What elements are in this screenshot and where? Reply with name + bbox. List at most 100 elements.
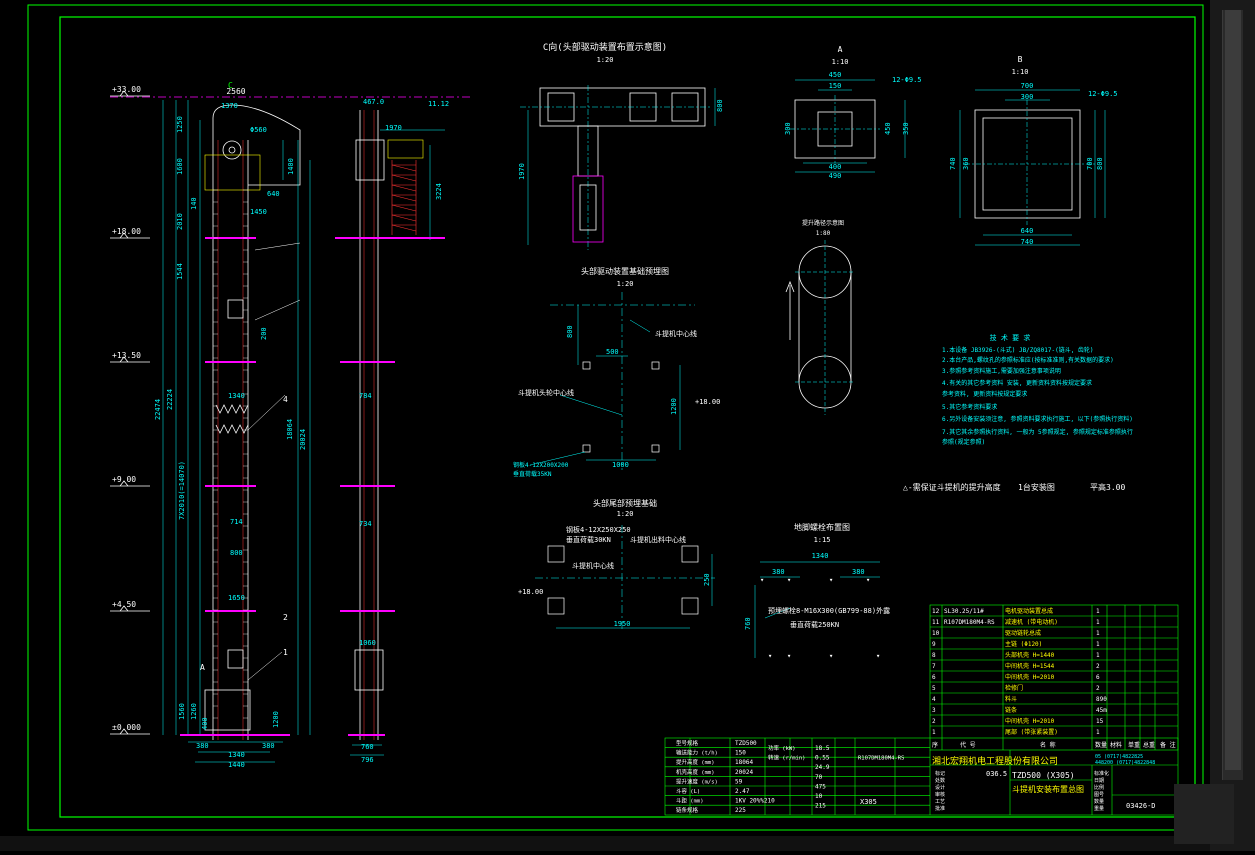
elevation-label: +18.00 (112, 227, 141, 236)
spec-value: TZD500 (735, 740, 757, 747)
parts-list-grid (929, 604, 1179, 751)
cad-drawing-canvas[interactable]: +33.00+18.00+13.50+9.00+4.50±0.000 (0, 0, 1210, 851)
title-block-label: 日期 (1094, 778, 1104, 784)
view-c-title: C向(头部驱动装置布置示意图) (543, 41, 667, 53)
chain-scale: 1:80 (816, 230, 831, 237)
chain-diagram (785, 240, 855, 415)
parts-row-qty: 1 (1096, 619, 1100, 626)
callout-2: 2 (283, 613, 288, 622)
bolt-plan-dim-760: 760 (744, 617, 752, 630)
tail-foundation-title: 头部尾部预埋基础 (593, 498, 657, 508)
parts-row-name: 电机驱动装置总成 (1005, 607, 1053, 615)
spec2-value: 18.5 (815, 745, 830, 752)
front-dim-640: 640 (267, 190, 280, 198)
front-dim-800: 800 (230, 549, 243, 557)
title-block-label: 标记 (935, 770, 945, 777)
scrollbar-thumb[interactable] (1225, 10, 1241, 770)
view-a-dim-350: 350 (902, 122, 910, 135)
spec2-value: 24.9 (815, 764, 830, 771)
tech-req-title: 技 术 要 求 (990, 333, 1031, 342)
bolt-plan-label-bolts: 预埋螺栓8-M16X300(GB799-88)外露 (768, 606, 890, 615)
front-dim-phi560: Φ560 (250, 126, 267, 134)
side-dim-796: 796 (361, 756, 374, 764)
ladder-rung (391, 174, 417, 182)
ladder-rung (391, 184, 417, 192)
parts-row-name: 检修门 (1005, 684, 1023, 692)
horizontal-scroll-area[interactable] (0, 836, 1210, 851)
parts-row-qty: 2 (1096, 685, 1100, 692)
svg-text:▾: ▾ (829, 576, 833, 584)
tail-foundation-label-center: 斗提机中心线 (572, 561, 614, 570)
front-dim-380-left: 380 (196, 742, 209, 750)
front-dim-200: 200 (260, 327, 268, 340)
bolt-plan-label-load: 垂直荷载250KN (790, 620, 839, 629)
parts-row-no: 3 (932, 707, 936, 714)
tech-req-item-5: 5.其它参考资料要求 (942, 403, 997, 411)
spec-label: 链条规格 (676, 806, 699, 814)
parts-row-no: 1 (932, 729, 936, 736)
tail-foundation-dim-1950: 1950 (614, 620, 631, 628)
tel-1: 05 (0717)4822825 (1095, 754, 1143, 760)
elevation-triangle-icon (119, 90, 129, 97)
side-dim-467: 467.0 (363, 98, 384, 106)
view-a-dim-holes: 12-Φ9.5 (892, 76, 922, 84)
parts-row-no: 9 (932, 641, 936, 648)
parts-header-cell: 名 称 (1040, 741, 1056, 749)
view-a (790, 79, 906, 173)
view-b-dim-740: 740 (1021, 238, 1034, 246)
spec-label: 斗容 (L) (676, 787, 700, 795)
chain-title: 提升路径示意图 (802, 219, 844, 227)
outer-frame (27, 4, 1204, 831)
parts-header-cell: 数量 (1095, 741, 1107, 749)
spec2-value: 10 (815, 793, 823, 800)
front-view (110, 96, 470, 763)
front-dim-2010: 2010 (176, 213, 184, 230)
side-dim-784: 784 (359, 392, 372, 400)
parts-row-name: 料斗 (1005, 695, 1017, 703)
scrollbar-track[interactable] (1222, 10, 1243, 780)
front-dim-c: C (228, 81, 233, 90)
drawing-name: 斗提机安装布置总图 (1012, 784, 1084, 794)
head-foundation-dim-800: 800 (566, 325, 574, 338)
bolt-plan-dim-1340: 1340 (812, 552, 829, 560)
front-dim-1650: 1650 (228, 594, 245, 602)
spec-value: 1KV 20%%210 (735, 798, 775, 805)
parts-row-code: SL30.25/11# (944, 608, 984, 615)
view-a-dim-300: 300 (784, 122, 792, 135)
drawing-svg: +33.00+18.00+13.50+9.00+4.50±0.000 (27, 4, 1204, 831)
note-text: △-需保证斗提机的提升高度 (903, 482, 1001, 492)
elevation-triangle-icon (119, 232, 129, 239)
parts-row-name: 主链 (Φ120) (1005, 640, 1042, 648)
tech-req-item-3: 3.参照参考资料施工,需要加强注意事项说明 (942, 367, 1061, 375)
scale-cell: 036.5 (986, 770, 1007, 778)
front-dim-1200: 1200 (272, 711, 280, 728)
view-b-title: B (1018, 55, 1023, 64)
side-view (335, 110, 445, 756)
spec-label: 输送能力 (t/h) (676, 749, 718, 757)
view-b-dim-holes: 12-Φ9.5 (1088, 90, 1118, 98)
parts-row-qty: 1 (1096, 608, 1100, 615)
weight-cell: X305 (860, 798, 877, 806)
parts-row-no: 8 (932, 652, 936, 659)
vertical-scrollbar[interactable] (1210, 0, 1255, 851)
svg-text:▾: ▾ (829, 652, 833, 660)
front-dim-380-right: 380 (262, 742, 275, 750)
parts-row-qty: 1 (1096, 652, 1100, 659)
front-dim-1340-bottom: 1340 (228, 751, 245, 759)
parts-row-qty: 1 (1096, 729, 1100, 736)
parts-row-name: 尾部 (带张紧装置) (1005, 728, 1058, 736)
side-dim-760: 760 (361, 743, 374, 751)
head-foundation-dim-1000: 1000 (612, 461, 629, 469)
head-foundation-label-elev: +18.00 (695, 398, 720, 406)
parts-row-no: 6 (932, 674, 936, 681)
elevation-label: +4.50 (112, 600, 136, 609)
svg-text:▾: ▾ (876, 652, 880, 660)
front-dim-1370: 1370 (221, 102, 238, 110)
view-b-dim-740v: 740 (949, 157, 957, 170)
spec-value: 18064 (735, 759, 753, 766)
view-a-dim-450v: 450 (884, 122, 892, 135)
view-a-dim-150: 150 (829, 82, 842, 90)
spec2-value: 215 (815, 803, 826, 810)
front-dim-1544: 1544 (176, 263, 184, 280)
elevation-triangle-icon (119, 480, 129, 487)
